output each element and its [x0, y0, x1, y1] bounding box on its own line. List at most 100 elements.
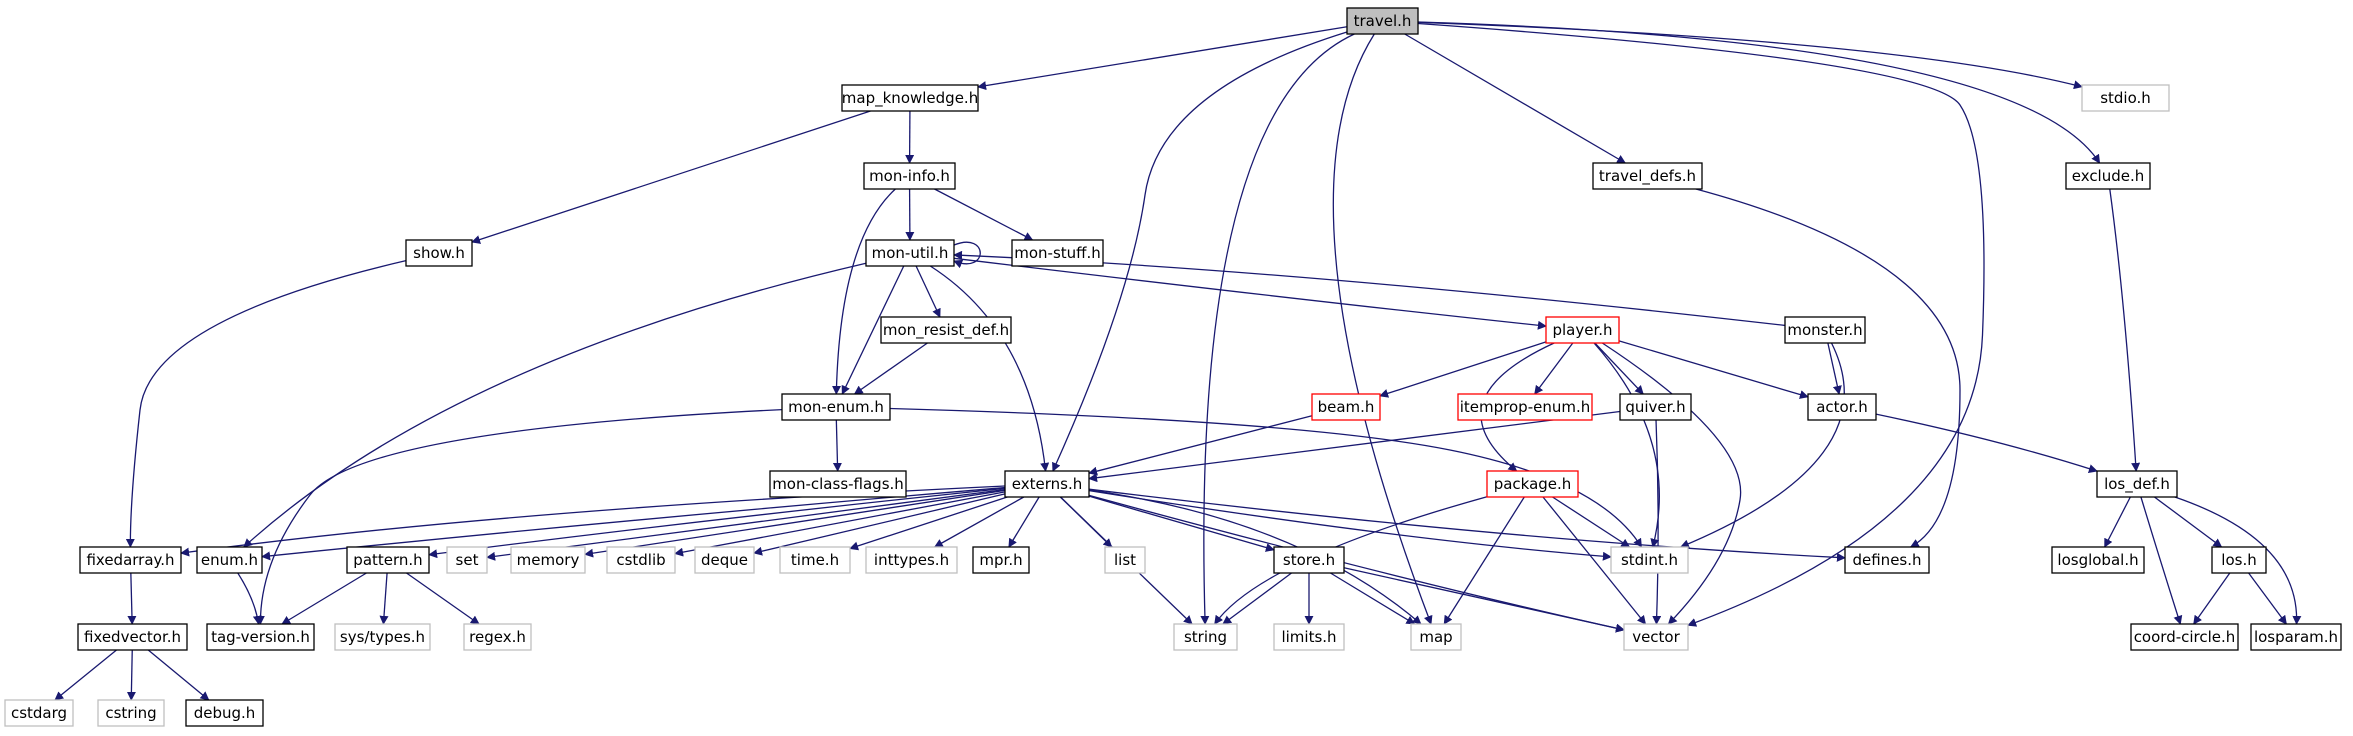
node-label: fixedvector.h [84, 628, 181, 646]
node-inttypes-h[interactable]: inttypes.h [865, 546, 958, 574]
node-actor-h[interactable]: actor.h [1807, 393, 1877, 421]
node-box [405, 239, 473, 267]
edges-layer [54, 21, 2302, 701]
node-box [1807, 393, 1877, 421]
node-pattern-h[interactable]: pattern.h [346, 546, 430, 574]
node-defines-h[interactable]: defines.h [1844, 546, 1930, 574]
node-beam-h[interactable]: beam.h [1311, 393, 1381, 421]
node-label: deque [701, 551, 748, 569]
node-mon-enum-h[interactable]: mon-enum.h [781, 393, 891, 421]
node-losparam-h[interactable]: losparam.h [2250, 623, 2342, 651]
node-stdint-h[interactable]: stdint.h [1610, 546, 1689, 574]
node-los-def-h[interactable]: los_def.h [2096, 470, 2178, 498]
node-sys-types-h[interactable]: sys/types.h [334, 623, 431, 651]
node-mon-resist-def-h[interactable]: mon_resist_def.h [880, 316, 1012, 344]
node-box [2250, 623, 2342, 651]
node-time-h[interactable]: time.h [779, 546, 851, 574]
node-label: mon_resist_def.h [883, 321, 1009, 340]
node-mon-class-flags-h[interactable]: mon-class-flags.h [769, 470, 907, 498]
node-cstdlib[interactable]: cstdlib [606, 546, 676, 574]
node-coord-circle-h[interactable]: coord-circle.h [2130, 623, 2239, 651]
edge-travel_h-to-travel_defs_h [1404, 33, 1627, 164]
node-fixedarray-h[interactable]: fixedarray.h [79, 546, 182, 574]
node-label: memory [517, 551, 580, 569]
node-itemprop-enum-h[interactable]: itemprop-enum.h [1457, 393, 1593, 421]
node-label: fixedarray.h [86, 551, 174, 569]
node-mon-stuff-h[interactable]: mon-stuff.h [1011, 239, 1104, 267]
node-box [1623, 623, 1689, 651]
node-label: set [456, 551, 479, 569]
node-label: sys/types.h [340, 628, 425, 646]
node-debug-h[interactable]: debug.h [185, 699, 264, 727]
edge-player_h-to-vector [1601, 342, 1742, 625]
node-regex-h[interactable]: regex.h [463, 623, 532, 651]
node-box [1104, 546, 1146, 574]
node-label: vector [1632, 628, 1680, 646]
edge-player_h-to-actor_h [1618, 340, 1809, 399]
node-deque[interactable]: deque [694, 546, 755, 574]
node-box [880, 316, 1012, 344]
node-mpr-h[interactable]: mpr.h [972, 546, 1030, 574]
node-travel-h[interactable]: travel.h [1346, 7, 1419, 35]
node-store-h[interactable]: store.h [1273, 546, 1345, 574]
node-string[interactable]: string [1173, 623, 1238, 651]
node-label: mon-enum.h [788, 398, 884, 416]
node-map[interactable]: map [1410, 623, 1462, 651]
node-quiver-h[interactable]: quiver.h [1619, 393, 1692, 421]
edge-fixedarray_h-to-fixedvector_h [127, 572, 137, 625]
node-package-h[interactable]: package.h [1486, 470, 1579, 498]
edge-pattern_h-to-sys_types_h [379, 572, 389, 625]
node-mon-util-h[interactable]: mon-util.h [865, 239, 955, 267]
node-externs-h[interactable]: externs.h [1004, 470, 1090, 498]
node-memory[interactable]: memory [510, 546, 586, 574]
node-losglobal-h[interactable]: losglobal.h [2051, 546, 2145, 574]
node-los-h[interactable]: los.h [2211, 546, 2267, 574]
node-box [1311, 393, 1381, 421]
node-label: time.h [791, 551, 839, 569]
node-player-h[interactable]: player.h [1545, 316, 1620, 344]
node-fixedvector-h[interactable]: fixedvector.h [77, 623, 188, 651]
node-label: mon-info.h [869, 167, 950, 185]
node-box [1844, 546, 1930, 574]
node-cstdarg[interactable]: cstdarg [4, 699, 74, 727]
node-vector[interactable]: vector [1623, 623, 1689, 651]
node-monster-h[interactable]: monster.h [1784, 316, 1866, 344]
edge-store_h-to-vector [1343, 567, 1625, 633]
node-label: mpr.h [979, 551, 1022, 569]
node-box [1410, 623, 1462, 651]
edge-travel_h-to-map_knowledge_h [977, 26, 1348, 91]
edge-externs_h-to-enum_h [261, 486, 1006, 561]
node-label: regex.h [469, 628, 526, 646]
node-label: show.h [413, 244, 465, 262]
edge-externs_h-to-store_h [1088, 495, 1275, 552]
node-box [1592, 162, 1703, 190]
node-box [2065, 162, 2151, 190]
edge-travel_defs_h-to-defines_h [1695, 188, 1961, 548]
node-box [196, 546, 263, 574]
node-label: pattern.h [353, 551, 422, 569]
node-label: debug.h [194, 704, 256, 722]
node-tag-version-h[interactable]: tag-version.h [206, 623, 315, 651]
node-exclude-h[interactable]: exclude.h [2065, 162, 2151, 190]
node-limits-h[interactable]: limits.h [1273, 623, 1345, 651]
edge-travel_h-to-stdio_h [1417, 21, 2083, 90]
node-cstring[interactable]: cstring [97, 699, 165, 727]
node-mon-info-h[interactable]: mon-info.h [863, 162, 956, 190]
edge-los_def_h-to-losglobal_h [2104, 496, 2131, 548]
node-show-h[interactable]: show.h [405, 239, 473, 267]
node-stdio-h[interactable]: stdio.h [2081, 84, 2170, 112]
edge-los_def_h-to-losparam_h [2174, 496, 2302, 625]
node-list[interactable]: list [1104, 546, 1146, 574]
node-box [2211, 546, 2267, 574]
node-box [346, 546, 430, 574]
node-travel-defs-h[interactable]: travel_defs.h [1592, 162, 1703, 190]
node-map-knowledge-h[interactable]: map_knowledge.h [841, 84, 979, 112]
node-set[interactable]: set [446, 546, 488, 574]
node-label: cstdarg [11, 704, 67, 722]
edge-pattern_h-to-tag_version_h [281, 572, 367, 625]
node-box [206, 623, 315, 651]
node-label: stdint.h [1621, 551, 1678, 569]
node-enum-h[interactable]: enum.h [196, 546, 263, 574]
node-box [865, 239, 955, 267]
